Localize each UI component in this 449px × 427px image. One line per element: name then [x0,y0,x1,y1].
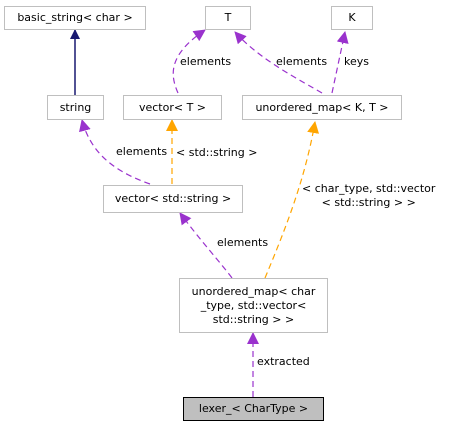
node-unordered-map-char[interactable]: unordered_map< char _type, std::vector< … [179,278,328,333]
node-vector-string[interactable]: vector< std::string > [103,185,243,213]
node-string[interactable]: string [47,95,104,120]
edge-umapchar-vectorstring [179,212,233,279]
node-lexer[interactable]: lexer_< CharType > [183,397,324,421]
node-basic-string[interactable]: basic_string< char > [4,6,146,30]
edge-vectorT-T [172,29,206,94]
edge-umapKT-T [234,31,323,94]
label-std-string: < std::string > [176,146,258,159]
label-elements-vectorT: elements [180,55,232,68]
node-unordered-map-KT[interactable]: unordered_map< K, T > [242,95,402,120]
node-T[interactable]: T [205,6,251,30]
label-extracted: extracted [257,355,310,368]
label-elements-umapKT: elements [276,55,328,68]
label-char-type: < char_type, std::vector < std::string >… [302,182,436,209]
edge-umapKT-K [331,31,349,94]
label-keys: keys [344,55,369,68]
edge-umapchar-umapKT [264,121,320,279]
node-vector-T[interactable]: vector< T > [123,95,222,120]
label-elements-string: elements [116,145,168,158]
label-elements-vector-string: elements [217,236,269,249]
node-K[interactable]: K [331,6,373,30]
edge-vectorstring-string [79,119,151,185]
